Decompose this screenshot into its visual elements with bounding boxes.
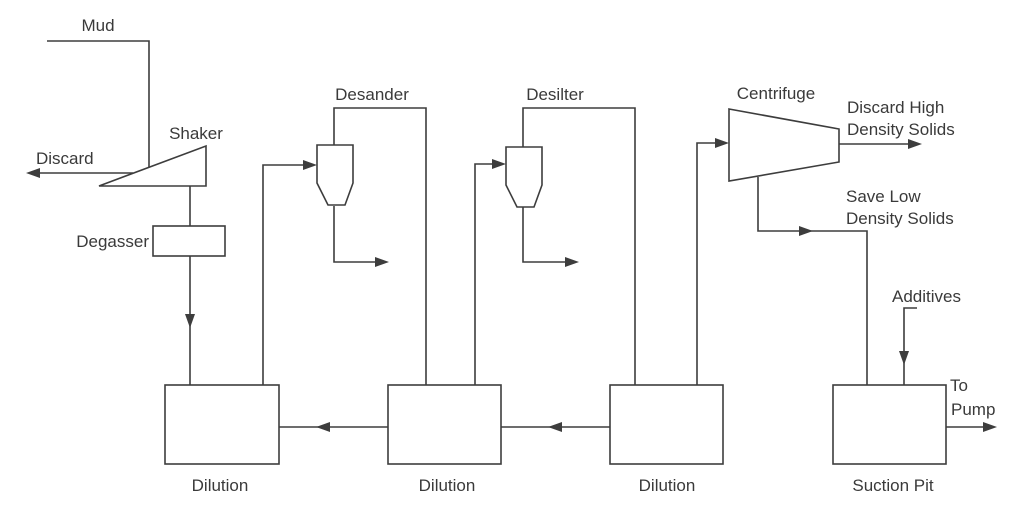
dilution2-to-1-arrowhead-icon xyxy=(316,422,330,432)
to-pump-label-line1: To xyxy=(950,376,968,395)
discard-high-arrowhead-icon xyxy=(908,139,922,149)
save-low-label-line1: Save Low xyxy=(846,187,921,206)
desilter-label: Desilter xyxy=(526,85,584,104)
mud-label: Mud xyxy=(81,16,114,35)
degasser-shape xyxy=(152,225,226,257)
centrifuge-feed-arrowhead-icon xyxy=(715,138,729,148)
equipment-shapes xyxy=(98,108,947,465)
dilution1-tank xyxy=(164,384,280,465)
desander-label: Desander xyxy=(335,85,409,104)
additives-label: Additives xyxy=(892,287,961,306)
desilter-underflow-line xyxy=(522,206,566,263)
discard-high-label-line1: Discard High xyxy=(847,98,944,117)
additives-line xyxy=(903,307,917,385)
desilter-overflow-line xyxy=(522,107,636,385)
arrowheads xyxy=(26,138,997,432)
dilution2-label: Dilution xyxy=(419,476,476,495)
shaker-shape xyxy=(98,144,207,187)
dilution2-to-desilter-feed-line xyxy=(474,163,493,385)
dilution1-label: Dilution xyxy=(192,476,249,495)
discard-high-label-line2: Density Solids xyxy=(847,120,955,139)
degasser-label: Degasser xyxy=(76,232,149,251)
degasser-arrowhead-icon xyxy=(185,314,195,328)
centrifuge-label: Centrifuge xyxy=(737,84,815,103)
suction-pit-tank xyxy=(832,384,947,465)
desander-underflow-line xyxy=(333,206,376,263)
centrifuge-shape xyxy=(728,108,840,182)
to-pump-arrowhead-icon xyxy=(983,422,997,432)
desilter-cyclone-shape xyxy=(505,146,543,208)
mud-inlet-line xyxy=(47,40,150,168)
text-labels: Mud Discard Shaker Degasser Desander Des… xyxy=(36,16,995,495)
dilution3-label: Dilution xyxy=(639,476,696,495)
dilution3-to-2-arrowhead-icon xyxy=(548,422,562,432)
desander-feed-arrowhead-icon xyxy=(303,160,317,170)
to-pump-label-line2: Pump xyxy=(951,400,995,419)
dilution1-to-desander-feed-line xyxy=(262,164,305,385)
dilution3-tank xyxy=(609,384,724,465)
dilution2-tank xyxy=(387,384,502,465)
save-low-label-line2: Density Solids xyxy=(846,209,954,228)
desander-overflow-line xyxy=(333,107,427,385)
additives-arrowhead-icon xyxy=(899,351,909,365)
desander-cyclone-shape xyxy=(316,144,354,206)
flow-lines xyxy=(38,40,984,428)
discard-label: Discard xyxy=(36,149,94,168)
desander-underflow-arrowhead-icon xyxy=(375,257,389,267)
suction-pit-label: Suction Pit xyxy=(852,476,934,495)
discard-arrowhead-icon xyxy=(26,168,40,178)
desilter-underflow-arrowhead-icon xyxy=(565,257,579,267)
desilter-feed-arrowhead-icon xyxy=(492,159,506,169)
dilution3-to-centrifuge-feed-line xyxy=(696,142,716,385)
shaker-label: Shaker xyxy=(169,124,223,143)
save-low-arrowhead-icon xyxy=(799,226,813,236)
